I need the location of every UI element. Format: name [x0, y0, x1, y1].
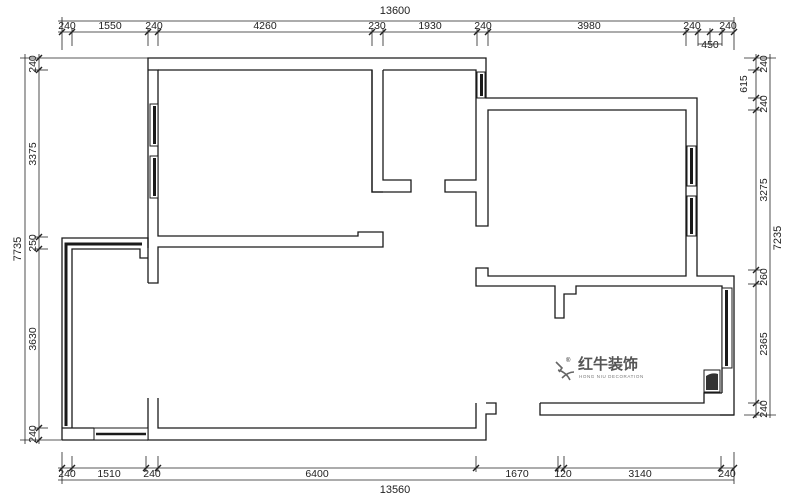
right-seg-2: 615 [738, 75, 750, 93]
kitchen-inner-wall [540, 392, 722, 404]
left-total-dimension: 7735 [12, 237, 24, 261]
top-seg-4: 4260 [253, 20, 277, 32]
company-logo: ® 红牛装饰 HONG NIU DECORATION [555, 355, 644, 381]
left-seg-2: 3375 [27, 142, 39, 166]
right-seg-7: 240 [758, 400, 770, 418]
top-tick-marks [58, 17, 738, 50]
top-seg-8: 3980 [577, 20, 601, 32]
bedroom-1-interior-outline [158, 69, 383, 193]
bedroom-1-wall [147, 57, 735, 416]
balcony-glazing [64, 242, 142, 426]
top-seg-2: 1550 [98, 20, 122, 32]
right-seg-1: 240 [758, 55, 770, 73]
bottom-seg-2: 1510 [97, 468, 121, 480]
right-seg-5: 260 [758, 268, 770, 286]
walls [61, 57, 735, 441]
top-seg-10: 240 [719, 20, 737, 32]
bathroom-partition [371, 70, 412, 193]
top-seg-5: 230 [368, 20, 386, 32]
kitchen-wall [539, 403, 734, 416]
living-room-wall [147, 398, 497, 441]
left-tick-marks [20, 54, 152, 444]
logo-mark-icon [555, 361, 575, 381]
top-seg-6: 1930 [418, 20, 442, 32]
left-seg-5: 240 [27, 425, 39, 443]
bottom-seg-3: 240 [143, 468, 161, 480]
right-dimension-chain: 240 615 240 3275 260 2365 240 7235 [738, 54, 784, 419]
right-total-dimension: 7235 [772, 226, 784, 250]
bottom-seg-4: 6400 [305, 468, 329, 480]
bathroom-inner-wall [383, 69, 723, 393]
bottom-tick-marks [58, 452, 738, 484]
top-seg-9: 240 [683, 20, 701, 32]
bottom-dimension-chain: 240 1510 240 6400 1670 120 3140 240 1356… [58, 452, 738, 496]
bottom-seg-6: 120 [554, 468, 572, 480]
left-seg-4: 3630 [27, 327, 39, 351]
registered-mark: ® [566, 357, 571, 364]
right-seg-6: 2365 [758, 332, 770, 356]
bedroom-1-inner-wall [148, 69, 384, 284]
bottom-seg-5: 1670 [505, 468, 529, 480]
bottom-seg-7: 3140 [628, 468, 652, 480]
top-dimension-chain: 13600 [58, 5, 738, 51]
balcony-wall [61, 237, 149, 440]
top-sub-dimension: 450 [701, 39, 719, 51]
right-seg-3: 240 [758, 95, 770, 113]
top-total-dimension: 13600 [380, 5, 411, 17]
bottom-seg-1: 240 [58, 468, 76, 480]
left-seg-3: 250 [27, 234, 39, 252]
right-seg-4: 3275 [758, 178, 770, 202]
logo-name: 红牛装饰 [578, 355, 638, 373]
kitchen-corner-fixture [703, 369, 721, 393]
logo-subtitle: HONG NIU DECORATION [579, 374, 644, 379]
top-seg-3: 240 [145, 20, 163, 32]
balcony-inner-wall [71, 248, 148, 428]
right-tick-marks [744, 54, 776, 419]
left-dimension-chain: 7735 240 3375 250 3630 240 [12, 54, 152, 444]
living-room-inner-wall [157, 398, 477, 429]
top-seg-1: 240 [58, 20, 76, 32]
top-seg-7: 240 [474, 20, 492, 32]
windows [64, 71, 733, 441]
bottom-seg-8: 240 [718, 468, 736, 480]
left-seg-1: 240 [27, 55, 39, 73]
bottom-total-dimension: 13560 [380, 484, 411, 496]
